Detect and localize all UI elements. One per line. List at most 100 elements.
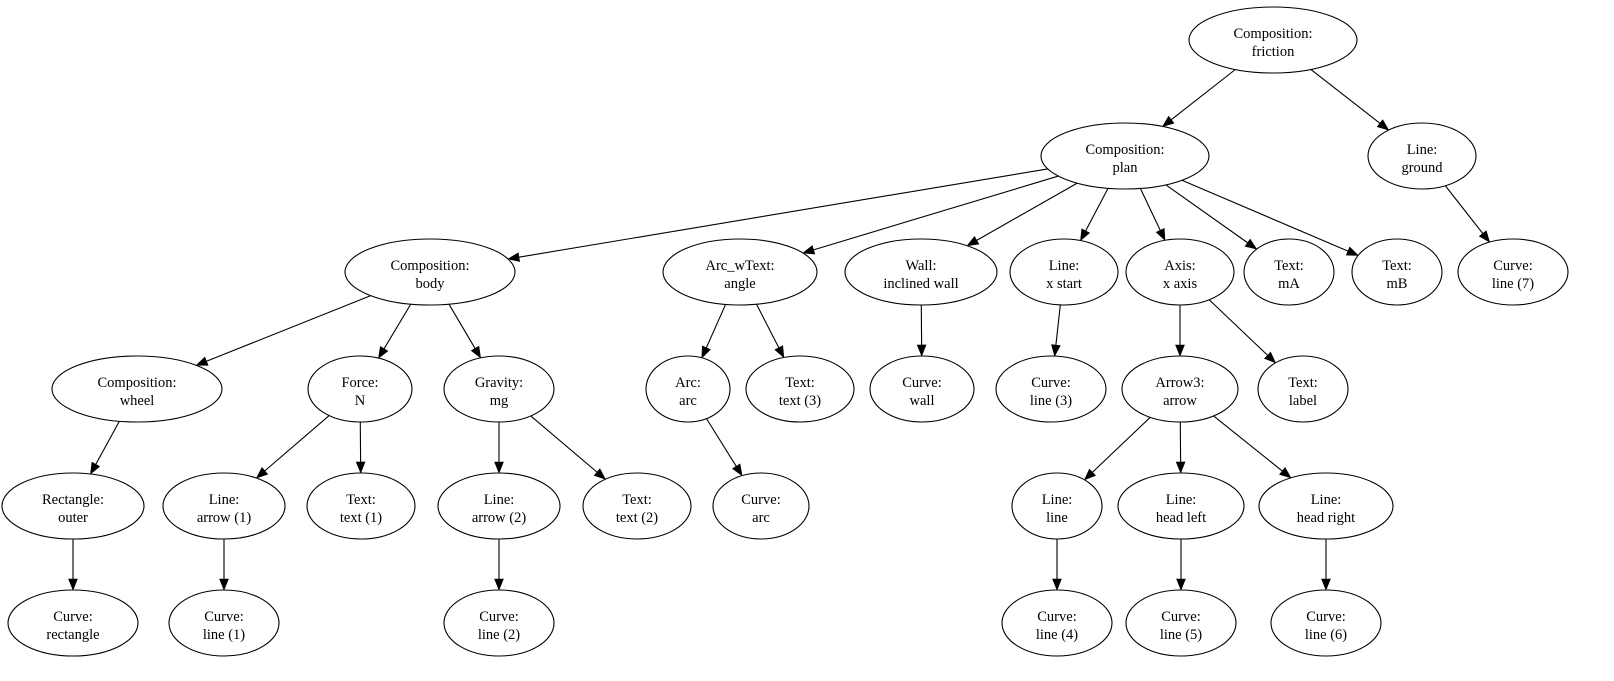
node-ellipse-arrow2[interactable]: [437, 472, 561, 540]
graph-edge: [1310, 69, 1390, 131]
graph-node-force_N[interactable]: Force:N: [307, 355, 413, 423]
graph-node-gravity_mg[interactable]: Gravity:mg: [443, 355, 555, 423]
graph-node-plan[interactable]: Composition:plan: [1040, 122, 1210, 190]
node-ellipse-body[interactable]: [344, 238, 516, 306]
node-label-name-line1: line (1): [203, 627, 245, 643]
graph-node-head_left[interactable]: Line:head left: [1117, 472, 1245, 540]
graph-node-text2[interactable]: Text:text (2): [582, 472, 692, 540]
graph-node-mB[interactable]: Text:mB: [1351, 238, 1443, 306]
graph-edge: [378, 303, 412, 359]
node-label-name-text1: text (1): [340, 510, 382, 526]
node-ellipse-mB[interactable]: [1351, 238, 1443, 306]
node-label-type-arrow1: Line:: [209, 492, 240, 508]
node-ellipse-angle[interactable]: [662, 238, 818, 306]
graph-node-curve_rect[interactable]: Curve:rectangle: [7, 589, 139, 657]
graph-node-head_right[interactable]: Line:head right: [1258, 472, 1394, 540]
graph-node-arrow1[interactable]: Line: arrow (1): [162, 472, 286, 540]
edge-line: [383, 303, 412, 349]
node-ellipse-arc[interactable]: [645, 355, 731, 423]
edge-line: [1444, 185, 1484, 234]
graph-edge: [1175, 305, 1185, 357]
node-ellipse-plan[interactable]: [1040, 122, 1210, 190]
edge-arrowhead-icon: [802, 245, 816, 255]
graph-node-arrow3[interactable]: Arrow3:arrow: [1121, 355, 1239, 423]
node-ellipse-x_axis[interactable]: [1125, 238, 1235, 306]
edge-line: [813, 175, 1059, 251]
node-label-name-wheel: wheel: [120, 393, 155, 409]
node-ellipse-head_right[interactable]: [1258, 472, 1394, 540]
node-ellipse-line6[interactable]: [1270, 589, 1382, 657]
graph-node-mA[interactable]: Text:mA: [1243, 238, 1335, 306]
node-ellipse-head_left[interactable]: [1117, 472, 1245, 540]
graph-node-wheel[interactable]: Composition:wheel: [51, 355, 223, 423]
edge-arrowhead-icon: [1155, 228, 1166, 242]
graph-node-line3[interactable]: Curve:line (3): [995, 355, 1107, 423]
node-label-name-rect_outer: outer: [58, 510, 88, 526]
graph-node-text1[interactable]: Text:text (1): [306, 472, 416, 540]
graph-node-curve_arc[interactable]: Curve:arc: [712, 472, 810, 540]
node-ellipse-rect_outer[interactable]: [1, 472, 145, 540]
node-ellipse-gravity_mg[interactable]: [443, 355, 555, 423]
graph-node-line6[interactable]: Curve:line (6): [1270, 589, 1382, 657]
graph-node-line4[interactable]: Curve:line (4): [1001, 589, 1113, 657]
node-ellipse-label[interactable]: [1257, 355, 1349, 423]
graph-node-x_start[interactable]: Line:x start: [1009, 238, 1119, 306]
node-ellipse-line_line[interactable]: [1011, 472, 1103, 540]
node-ellipse-curve_rect[interactable]: [7, 589, 139, 657]
node-ellipse-text1[interactable]: [306, 472, 416, 540]
node-label-type-text3: Text:: [785, 375, 815, 391]
graph-node-ground[interactable]: Line:ground: [1367, 122, 1477, 190]
node-label-type-curve_arc: Curve:: [741, 492, 780, 508]
edge-arrowhead-icon: [1176, 578, 1186, 591]
graph-node-line1[interactable]: Curve:line (1): [168, 589, 280, 657]
graph-node-x_axis[interactable]: Axis:x axis: [1125, 238, 1235, 306]
node-ellipse-ground[interactable]: [1367, 122, 1477, 190]
graph-node-rect_outer[interactable]: Rectangle:outer: [1, 472, 145, 540]
node-label-type-arc: Arc:: [675, 375, 701, 391]
node-label-type-line4: Curve:: [1037, 609, 1076, 625]
edge-line: [530, 415, 598, 473]
edge-arrowhead-icon: [507, 252, 521, 262]
graph-node-arc[interactable]: Arc:arc: [645, 355, 731, 423]
node-ellipse-x_start[interactable]: [1009, 238, 1119, 306]
node-ellipse-force_N[interactable]: [307, 355, 413, 423]
edge-arrowhead-icon: [1162, 115, 1175, 127]
node-ellipse-line4[interactable]: [1001, 589, 1113, 657]
node-label-name-arrow1: arrow (1): [197, 510, 252, 526]
node-ellipse-mA[interactable]: [1243, 238, 1335, 306]
graph-node-friction[interactable]: Composition:friction: [1188, 6, 1358, 74]
graph-node-line5[interactable]: Curve:line (5): [1125, 589, 1237, 657]
node-ellipse-arrow3[interactable]: [1121, 355, 1239, 423]
node-ellipse-line1[interactable]: [168, 589, 280, 657]
node-ellipse-line2[interactable]: [443, 589, 555, 657]
graph-node-angle[interactable]: Arc_wText:angle: [662, 238, 818, 306]
node-ellipse-arrow1[interactable]: [162, 472, 286, 540]
node-ellipse-wheel[interactable]: [51, 355, 223, 423]
graph-node-arrow2[interactable]: Line:arrow (2): [437, 472, 561, 540]
edge-line: [1085, 188, 1109, 232]
node-ellipse-curve_arc[interactable]: [712, 472, 810, 540]
node-ellipse-text2[interactable]: [582, 472, 692, 540]
node-ellipse-line5[interactable]: [1125, 589, 1237, 657]
graph-node-line_line[interactable]: Line:line: [1011, 472, 1103, 540]
edge-arrowhead-icon: [1279, 467, 1292, 479]
edge-line: [706, 418, 737, 467]
graph-node-label[interactable]: Text:label: [1257, 355, 1349, 423]
node-ellipse-friction[interactable]: [1188, 6, 1358, 74]
graph-node-inclined_wall[interactable]: Wall:inclined wall: [844, 238, 998, 306]
graph-node-line2[interactable]: Curve:line (2): [443, 589, 555, 657]
node-ellipse-text3[interactable]: [745, 355, 855, 423]
graph-edge: [494, 422, 504, 474]
node-label-name-line5: line (5): [1160, 627, 1202, 643]
graph-node-body[interactable]: Composition:body: [344, 238, 516, 306]
node-ellipse-line3[interactable]: [995, 355, 1107, 423]
node-label-name-x_start: x start: [1046, 276, 1082, 292]
graph-node-text3[interactable]: Text:text (3): [745, 355, 855, 423]
node-ellipse-line7[interactable]: [1457, 238, 1569, 306]
node-ellipse-inclined_wall[interactable]: [844, 238, 998, 306]
edge-arrowhead-icon: [219, 578, 229, 591]
graph-node-wall_curve[interactable]: Curve:wall: [869, 355, 975, 423]
node-ellipse-wall_curve[interactable]: [869, 355, 975, 423]
graph-node-line7[interactable]: Curve:line (7): [1457, 238, 1569, 306]
graph-edge: [916, 304, 927, 357]
